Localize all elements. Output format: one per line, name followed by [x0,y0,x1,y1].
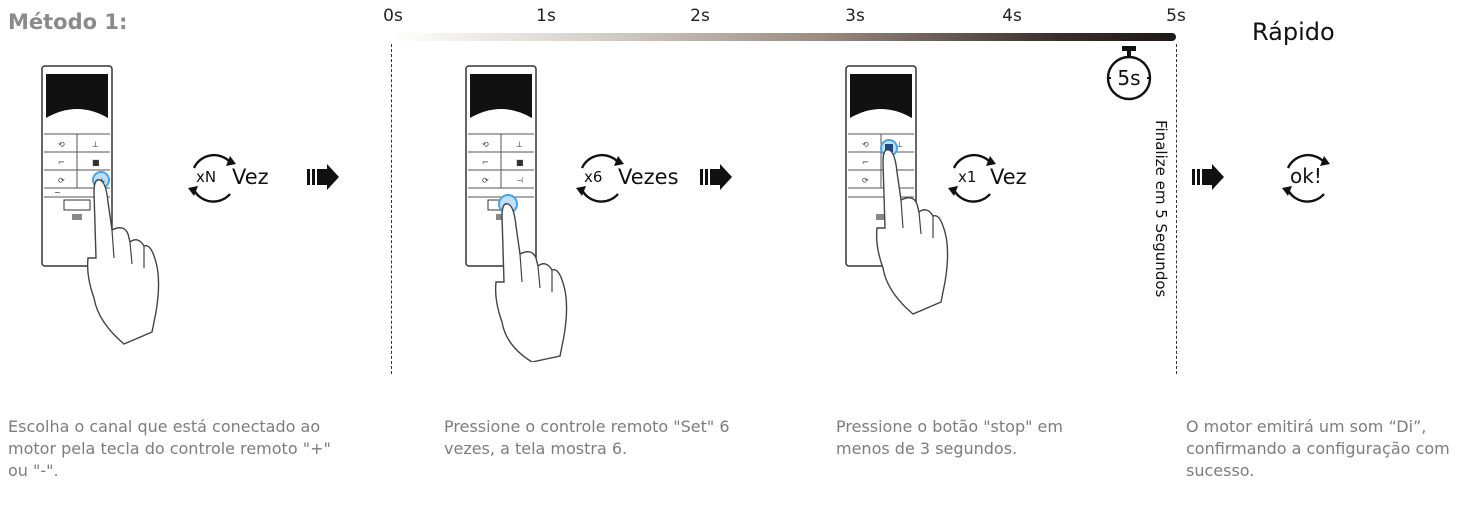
remote-control-icon: ⟲ ⊥ ⌐ ■ ⟳ ⊣ − + [41,65,160,345]
svg-text:■: ■ [92,158,100,167]
svg-text:⟲: ⟲ [862,140,869,149]
method-title: Método 1: [8,10,128,34]
repeat-arrows-icon [946,150,1006,206]
svg-text:⟲: ⟲ [58,140,65,149]
svg-text:⟳: ⟳ [58,176,65,185]
svg-text:⌐: ⌐ [58,158,65,167]
repeat-arrows-icon [574,150,634,206]
timeline-end-line [1176,44,1177,374]
speed-label: Rápido [1252,18,1335,46]
remote-control-step-3: ⟲ ⊥ ⌐ ⟳ [832,62,982,352]
right-arrow-icon [307,164,339,190]
remote-control-step-2: ⟲ ⊥ ⌐ ■ ⟳ ⊣ [452,62,602,363]
svg-text:⌐: ⌐ [862,158,869,167]
svg-text:⟳: ⟳ [862,176,869,185]
step-2-caption: Pressione o controle remoto "Set" 6 veze… [444,417,730,458]
svg-text:⌐: ⌐ [482,158,489,167]
remote-control-icon: ⟲ ⊥ ⌐ ■ ⟳ ⊣ [465,65,568,363]
svg-text:⟲: ⟲ [482,140,489,149]
timeline-start-line [391,44,392,374]
repeat-arrows-icon [186,150,246,206]
step-4-caption: O motor emitirá um som “Di”, confirmando… [1186,417,1450,480]
tick-label: 1s [536,6,556,26]
remote-control-icon: ⟲ ⊥ ⌐ ⟳ [845,65,949,315]
step-1-caption: Escolha o canal que está conectado ao mo… [8,417,331,480]
tick-label: 5s [1166,6,1186,26]
tick-label: 2s [690,6,710,26]
stopwatch-label: 5s [1117,66,1140,90]
count-badge: x6 [584,168,603,186]
right-arrow-icon [1192,164,1224,190]
svg-text:−: − [54,188,61,197]
tick-label: 3s [845,6,865,26]
right-arrow-icon [700,164,732,190]
timeline-bar [391,33,1176,41]
svg-text:⊥: ⊥ [516,140,523,149]
tick-label: 0s [383,6,403,26]
count-label: Vez [990,165,1027,189]
count-label: Vez [232,165,269,189]
timeline-ticks: 0s 1s 2s 3s 4s 5s [0,0,1476,30]
remote-control-step-1: ⟲ ⊥ ⌐ ■ ⟳ ⊣ − + [28,62,178,352]
count-label: Vezes [618,165,679,189]
svg-text:■: ■ [516,158,524,167]
svg-text:⟳: ⟳ [482,176,489,185]
stopwatch-icon: 5s [1100,44,1158,102]
count-badge: x1 [958,168,977,186]
ok-label: ok! [1290,164,1322,188]
ok-icon [1280,150,1340,206]
tick-label: 4s [1002,6,1022,26]
svg-text:⊥: ⊥ [896,140,903,149]
svg-text:⊣: ⊣ [516,176,523,185]
finalize-text: Finalize em 5 Segundos [1152,120,1170,298]
count-badge: xN [196,168,217,186]
svg-text:⊥: ⊥ [92,140,99,149]
step-3-caption: Pressione o botão "stop" em menos de 3 s… [836,417,1063,458]
